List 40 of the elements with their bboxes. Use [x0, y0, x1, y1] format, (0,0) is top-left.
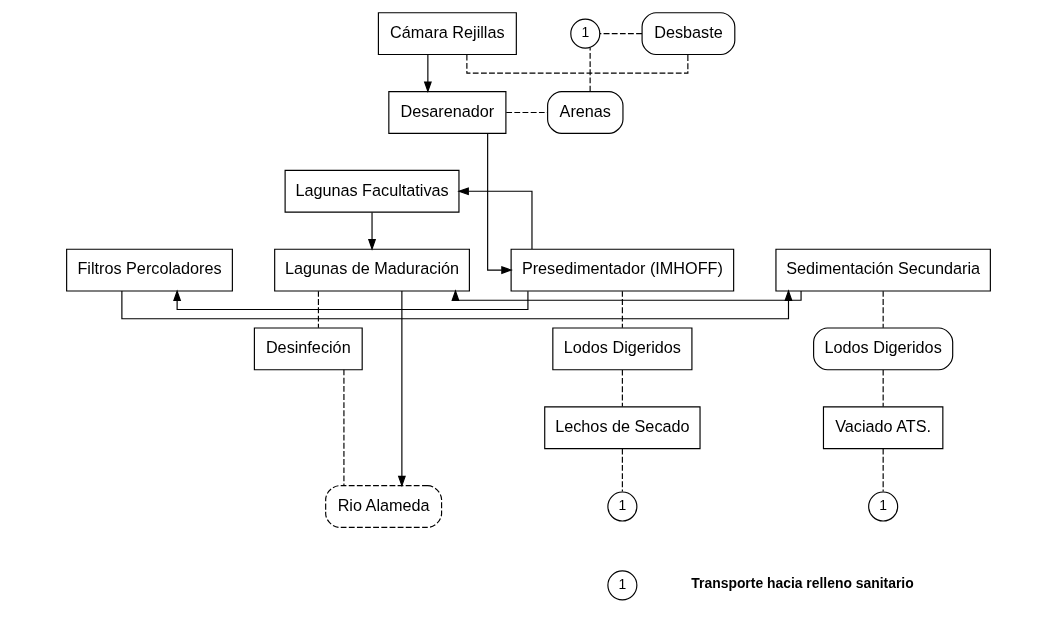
node-circle: 1 — [868, 491, 899, 522]
node-box: Arenas — [547, 91, 624, 134]
arrow — [423, 54, 432, 94]
connector — [589, 47, 591, 92]
connector — [621, 290, 623, 329]
arrow — [367, 211, 377, 251]
node-box: Desinfeción — [253, 327, 363, 371]
connector — [882, 369, 884, 408]
node-box: Desarenador — [388, 91, 507, 134]
connector — [466, 54, 689, 74]
node-box: Sedimentación Secundaria — [775, 248, 991, 292]
node-box: Cámara Rejillas — [377, 12, 517, 56]
node-box: Lagunas de Maduración — [274, 248, 470, 292]
node-box: Lagunas Facultativas — [284, 169, 460, 213]
node-circle: 1 — [607, 491, 638, 522]
node-box: Lechos de Secado — [544, 406, 701, 450]
arrow — [457, 187, 533, 250]
connector — [882, 448, 884, 493]
connector — [621, 369, 623, 408]
arrow — [487, 132, 513, 275]
arrow — [121, 289, 793, 320]
node-label: Transporte hacia relleno sanitario — [691, 574, 914, 591]
connector — [599, 33, 643, 35]
node-circle: 1 — [607, 570, 638, 601]
arrow — [451, 289, 802, 301]
arrow — [173, 289, 529, 311]
node-box: Filtros Percoladores — [66, 248, 233, 292]
arrow — [397, 290, 406, 488]
connector — [621, 448, 623, 493]
connector — [505, 111, 548, 114]
node-box: Lodos Digeridos — [813, 327, 954, 371]
connector — [882, 290, 884, 329]
node-circle: 1 — [570, 18, 601, 49]
connector — [317, 290, 319, 329]
node-box: Lodos Digeridos — [552, 327, 693, 371]
node-box: Vaciado ATS. — [822, 406, 944, 450]
node-box: Desbaste — [641, 12, 736, 56]
node-box: Presedimentador (IMHOFF) — [510, 248, 735, 292]
node-box: Rio Alameda — [325, 485, 443, 528]
connector — [343, 369, 345, 487]
